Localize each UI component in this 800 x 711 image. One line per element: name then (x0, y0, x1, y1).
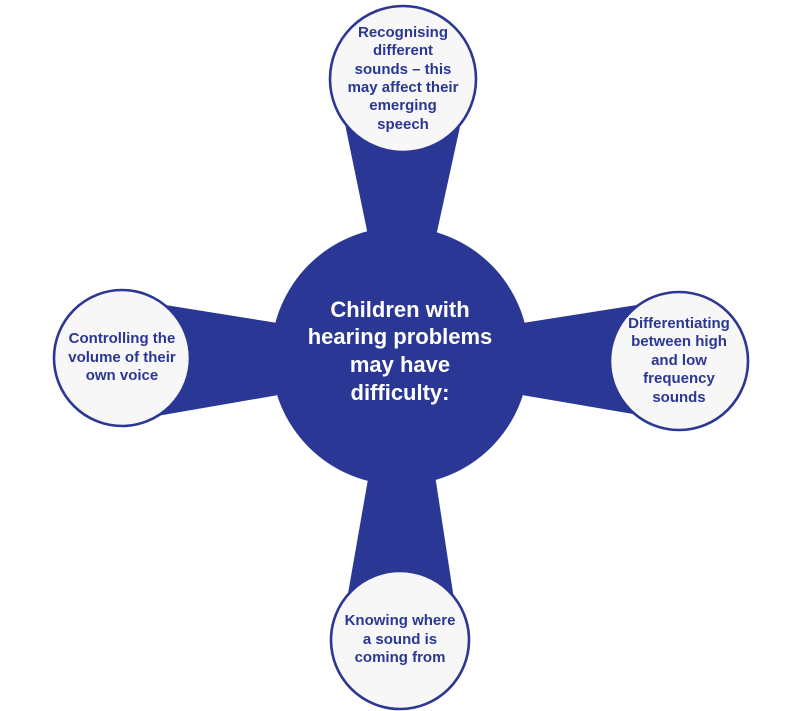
node-circle-bottom (329, 569, 471, 711)
node-circle-left (52, 288, 192, 428)
center-circle (271, 227, 529, 485)
node-circle-right (608, 290, 750, 432)
node-circle-top (328, 4, 478, 154)
